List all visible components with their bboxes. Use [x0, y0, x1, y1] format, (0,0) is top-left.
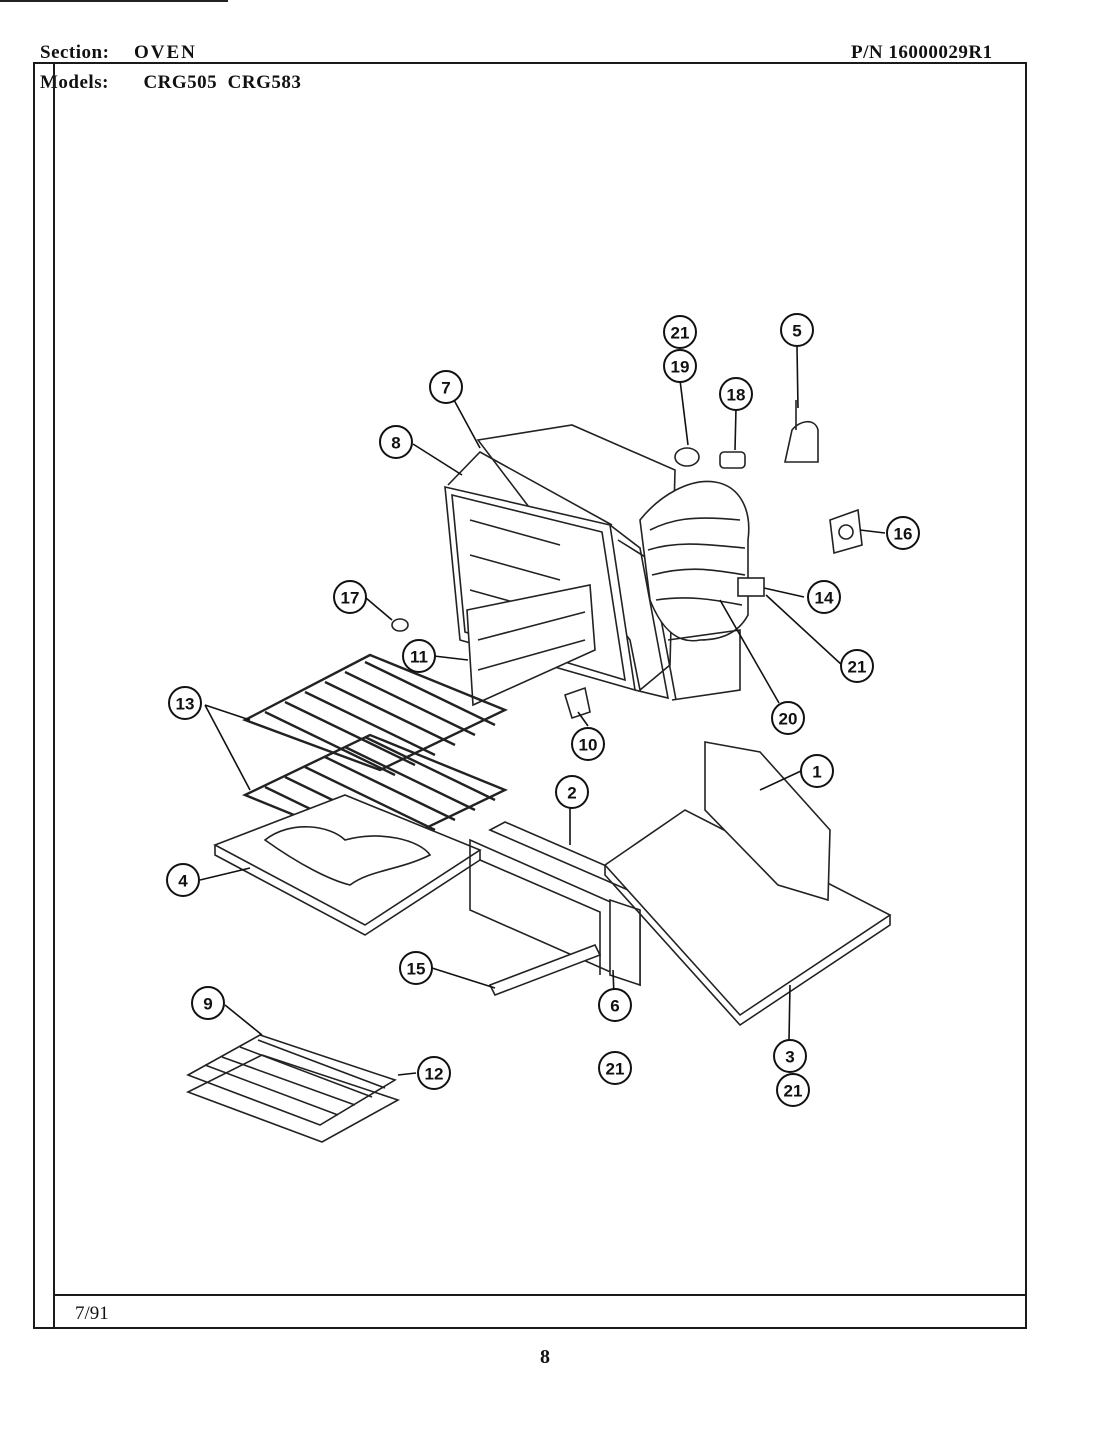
callout-21: 21: [776, 1073, 810, 1107]
callout-label: 21: [671, 324, 690, 343]
models-line: Models: CRG505 CRG583: [40, 72, 301, 94]
callout-label: 6: [610, 997, 619, 1016]
part-18-igniter: [719, 451, 746, 469]
callout-12: 12: [417, 1056, 451, 1090]
callout-10: 10: [571, 727, 605, 761]
part-17-knob: [391, 618, 409, 632]
callout-label: 2: [567, 784, 576, 803]
callout-label: 8: [391, 434, 400, 453]
models-label: Models:: [40, 72, 109, 93]
callout-14: 14: [807, 580, 841, 614]
part-5-bracket: [784, 420, 819, 463]
callout-21: 21: [663, 315, 697, 349]
callout-label: 16: [894, 525, 913, 544]
callout-21: 21: [840, 649, 874, 683]
part-number: P/N 16000029R1: [851, 42, 993, 63]
callout-label: 21: [784, 1082, 803, 1101]
callout-2: 2: [555, 775, 589, 809]
callout-label: 12: [425, 1065, 444, 1084]
callout-18: 18: [719, 377, 753, 411]
part-19-fitting: [674, 447, 700, 467]
callout-label: 21: [606, 1060, 625, 1079]
callout-label: 13: [176, 695, 195, 714]
callout-3: 3: [773, 1039, 807, 1073]
revision-date: 7/91: [75, 1303, 109, 1324]
callout-16: 16: [886, 516, 920, 550]
callout-label: 10: [579, 736, 598, 755]
callout-4: 4: [166, 863, 200, 897]
frame-foot-rule: [53, 1294, 1027, 1296]
top-rule: [0, 0, 228, 2]
callout-19: 19: [663, 349, 697, 383]
callout-11: 11: [402, 639, 436, 673]
callout-label: 9: [203, 995, 212, 1014]
callout-label: 3: [785, 1048, 794, 1067]
callout-label: 19: [671, 358, 690, 377]
callout-8: 8: [379, 425, 413, 459]
models-value: CRG505 CRG583: [143, 72, 302, 93]
callout-20: 20: [771, 701, 805, 735]
part-16-plate: [829, 508, 863, 555]
callout-label: 7: [441, 379, 450, 398]
callout-7: 7: [429, 370, 463, 404]
callout-label: 1: [812, 763, 821, 782]
callout-15: 15: [399, 951, 433, 985]
callout-1: 1: [800, 754, 834, 788]
callout-label: 18: [727, 386, 746, 405]
callout-label: 5: [792, 322, 801, 341]
frame-left-rule: [53, 62, 55, 1327]
callout-label: 14: [815, 589, 834, 608]
callout-21: 21: [598, 1051, 632, 1085]
page-number: 8: [540, 1346, 550, 1368]
section-line: Section: OVEN: [40, 42, 197, 64]
callout-label: 20: [779, 710, 798, 729]
callout-9: 9: [191, 986, 225, 1020]
section-value: OVEN: [133, 42, 197, 63]
part-14-valve: [737, 577, 765, 597]
callout-label: 21: [848, 658, 867, 677]
part-9-and-12-broiler: [185, 1034, 400, 1143]
part-10-clip: [564, 686, 591, 720]
callout-13: 13: [168, 686, 202, 720]
callout-label: 17: [341, 589, 360, 608]
frame-inner: [33, 62, 1027, 1329]
callout-label: 11: [410, 648, 428, 667]
section-label: Section:: [40, 42, 110, 63]
part-15-slide: [488, 943, 602, 997]
callout-6: 6: [598, 988, 632, 1022]
callout-label: 4: [178, 872, 188, 891]
part-1-plate: [704, 741, 831, 902]
callout-5: 5: [780, 313, 814, 347]
page-frame: [33, 62, 1027, 1329]
part-11-panel: [466, 584, 596, 707]
callout-label: 15: [407, 960, 426, 979]
part-4-bottom: [213, 794, 482, 926]
callout-17: 17: [333, 580, 367, 614]
